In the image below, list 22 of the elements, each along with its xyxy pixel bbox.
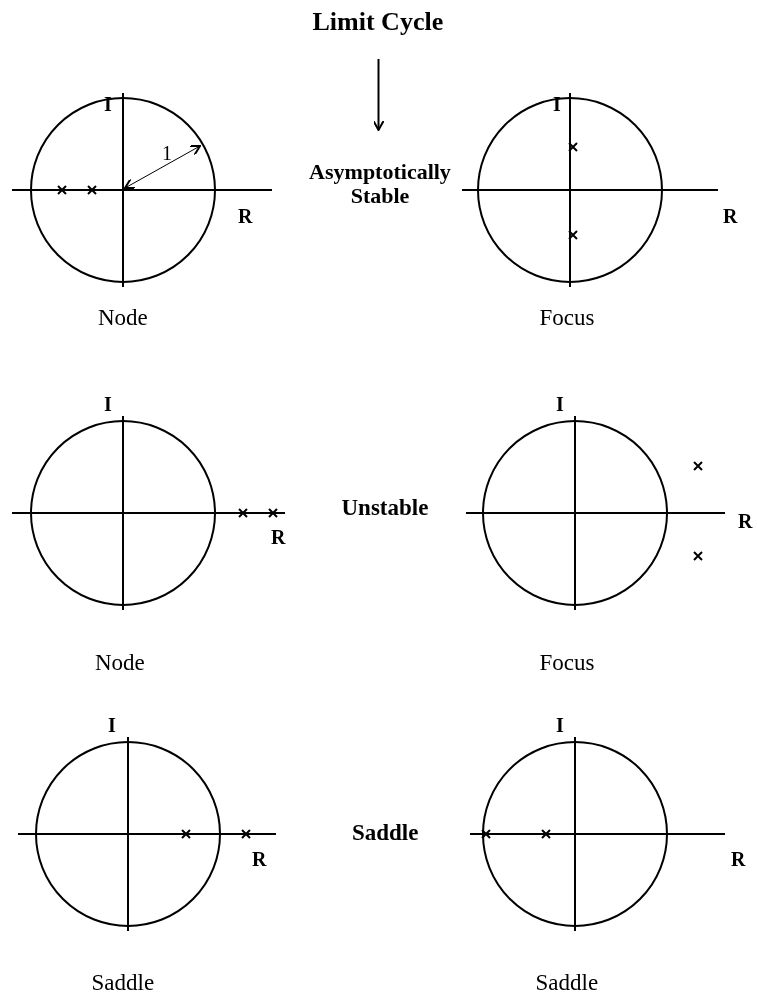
row-label: Unstable (341, 495, 429, 521)
axis-label: R (252, 848, 267, 870)
caption: Node (95, 650, 145, 676)
arrow (372, 58, 385, 131)
axis-label: R (731, 848, 746, 870)
axis-label: I (108, 714, 116, 736)
axis-label: I (556, 393, 564, 415)
heading-text: Limit Cycle (312, 8, 444, 37)
caption: Focus (539, 650, 595, 676)
axis-label: R (238, 205, 253, 227)
caption: Saddle (91, 970, 155, 996)
caption: Saddle (535, 970, 599, 996)
axis-label: R (738, 510, 753, 532)
caption: Node (98, 305, 148, 331)
radius-label: 1 (162, 142, 172, 164)
caption: Focus (539, 305, 595, 331)
axis-label: R (723, 205, 738, 227)
axis-label: I (104, 393, 112, 415)
axis-label: R (271, 526, 286, 548)
row-label: Saddle (352, 820, 419, 846)
axis-label: I (556, 714, 564, 736)
heading-text: Asymptotically Stable (300, 160, 460, 209)
